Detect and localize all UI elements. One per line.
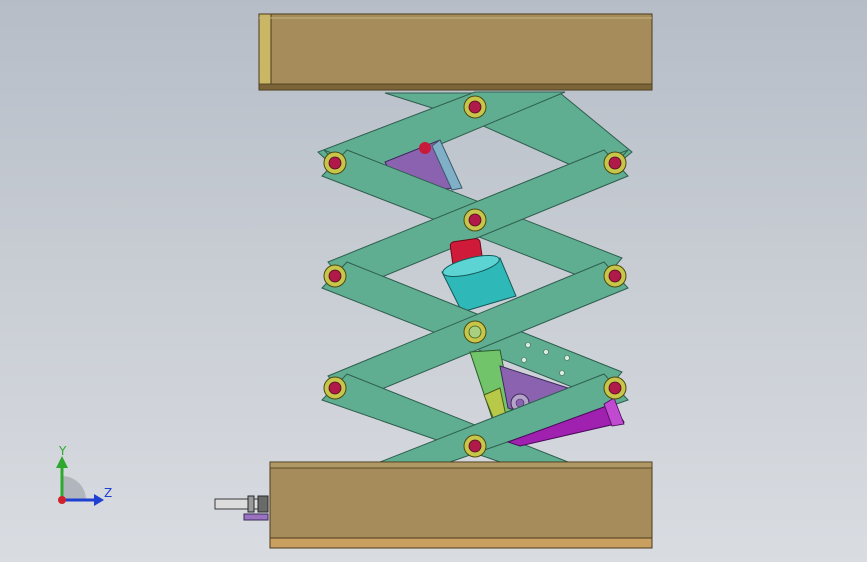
roller-wedge xyxy=(506,397,625,447)
lower-bracket xyxy=(469,342,570,421)
pin xyxy=(463,208,487,232)
z-axis-label: Z xyxy=(104,486,112,500)
pin xyxy=(603,264,627,288)
pin xyxy=(463,434,487,458)
top-platform[interactable] xyxy=(258,13,653,91)
pivot-pins xyxy=(323,95,627,458)
top-platform-end-cap xyxy=(258,13,272,91)
pin xyxy=(323,376,347,400)
y-axis-label: Y xyxy=(58,444,67,458)
base-plate xyxy=(269,537,653,549)
pin xyxy=(603,376,627,400)
hydraulic-cylinder xyxy=(441,238,517,313)
axis-triad: Y Z xyxy=(56,444,112,506)
pin xyxy=(323,151,347,175)
pin xyxy=(463,95,487,119)
bottom-platform[interactable] xyxy=(269,461,653,549)
pin xyxy=(463,320,487,344)
top-platform-rail xyxy=(258,83,653,91)
pin xyxy=(603,151,627,175)
release-handle[interactable] xyxy=(214,495,269,521)
pin xyxy=(323,264,347,288)
origin-point xyxy=(58,496,66,504)
